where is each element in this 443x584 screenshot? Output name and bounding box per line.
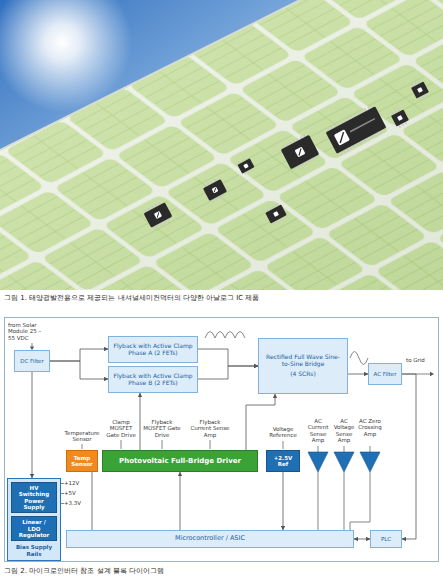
rail-label: +12V bbox=[64, 480, 84, 486]
signal-label: Voltage Reference bbox=[265, 426, 301, 439]
node-text: Rectified Full Wave Sine-to-Sine Bridge bbox=[262, 354, 344, 368]
supply-box: HV Switching Power Supply bbox=[11, 482, 57, 513]
plc-box: PLC bbox=[370, 530, 402, 548]
sky bbox=[0, 0, 443, 290]
signal-label: Temperature Sensor bbox=[64, 430, 100, 443]
signal-label: Flyback MOSFET Gate Drive bbox=[143, 419, 181, 438]
driver-box: Photovoltaic Full-Bridge Driver bbox=[102, 450, 258, 472]
wires bbox=[32, 343, 430, 530]
connector bbox=[50, 349, 108, 361]
node-text: (4 SCRs) bbox=[290, 371, 316, 378]
amplifier-label: AC Current Sense Amp bbox=[306, 418, 330, 443]
signal-label: Flyback Current Sense Amp bbox=[189, 419, 231, 438]
sensor-box: Temp Sensor bbox=[66, 450, 98, 472]
node-text: AC Filter bbox=[374, 371, 397, 377]
rail-label: +5V bbox=[64, 490, 84, 496]
connector bbox=[402, 374, 416, 539]
supply-group: Bias Supply Rails HV Switching Power Supp… bbox=[7, 478, 61, 561]
node-text: HV Switching Power Supply bbox=[15, 485, 53, 510]
panel-edge bbox=[0, 0, 300, 150]
reference-box: +2.5V Ref bbox=[266, 450, 300, 472]
node-text: +2.5V Ref bbox=[270, 455, 296, 468]
amplifier-symbols bbox=[308, 452, 380, 472]
ic-chips bbox=[143, 80, 430, 229]
connector bbox=[246, 394, 275, 450]
regulator-box: Linear / LDO Regulator bbox=[11, 516, 57, 541]
solar-panel bbox=[0, 0, 443, 290]
connector bbox=[348, 374, 368, 375]
node-text: DC Filter bbox=[20, 358, 43, 364]
connector bbox=[32, 372, 33, 478]
node-text: Microcontroller / ASIC bbox=[175, 535, 245, 542]
panel-shade bbox=[0, 0, 443, 290]
node-text: PLC bbox=[381, 536, 391, 542]
connector bbox=[50, 361, 108, 379]
node-text: Linear / LDO Regulator bbox=[15, 519, 53, 538]
node-text: Photovoltaic Full-Bridge Driver bbox=[119, 457, 241, 465]
connector bbox=[354, 539, 370, 540]
connector bbox=[198, 366, 258, 379]
output-label: to Grid bbox=[406, 357, 438, 363]
node-text: Flyback with Active Clamp Phase A (2 FET… bbox=[112, 343, 194, 357]
rail-label: +3.3V bbox=[64, 500, 84, 506]
amplifier-label: AC Voltage Sense Amp bbox=[332, 418, 356, 443]
source-label: from Solar Module 25 – 55 VDC bbox=[8, 322, 48, 341]
connector bbox=[92, 472, 93, 530]
filter-box: AC Filter bbox=[368, 363, 402, 385]
converter-box: Flyback with Active Clamp Phase B (2 FET… bbox=[108, 366, 198, 393]
converter-box: Flyback with Active Clamp Phase A (2 FET… bbox=[108, 336, 198, 363]
node-text: Temp Sensor bbox=[70, 455, 94, 468]
bridge-box: Rectified Full Wave Sine-to-Sine Bridge (… bbox=[258, 338, 348, 394]
sun bbox=[0, 0, 443, 290]
connector bbox=[283, 472, 284, 530]
figure-caption: 그림 2. 마이크로인버터 참조 설계 블록 다이어그램 bbox=[4, 567, 439, 575]
connector bbox=[140, 393, 141, 450]
figure-caption: 그림 1. 태양광발전용으로 제공되는 내셔널세미컨덕터의 다양한 아날로그 I… bbox=[4, 294, 439, 302]
node-text: Flyback with Active Clamp Phase B (2 FET… bbox=[112, 373, 194, 387]
diagram-frame bbox=[5, 318, 439, 562]
signal-label: Clamp MOSFET Gate Drive bbox=[104, 419, 138, 438]
amplifier-label: AC Zero Crossing Amp bbox=[357, 418, 383, 437]
connector bbox=[180, 472, 181, 530]
connector bbox=[198, 349, 258, 366]
filter-box: DC Filter bbox=[14, 350, 50, 372]
node-text: Bias Supply Rails bbox=[11, 544, 57, 557]
controller-box: Microcontroller / ASIC bbox=[66, 530, 354, 548]
